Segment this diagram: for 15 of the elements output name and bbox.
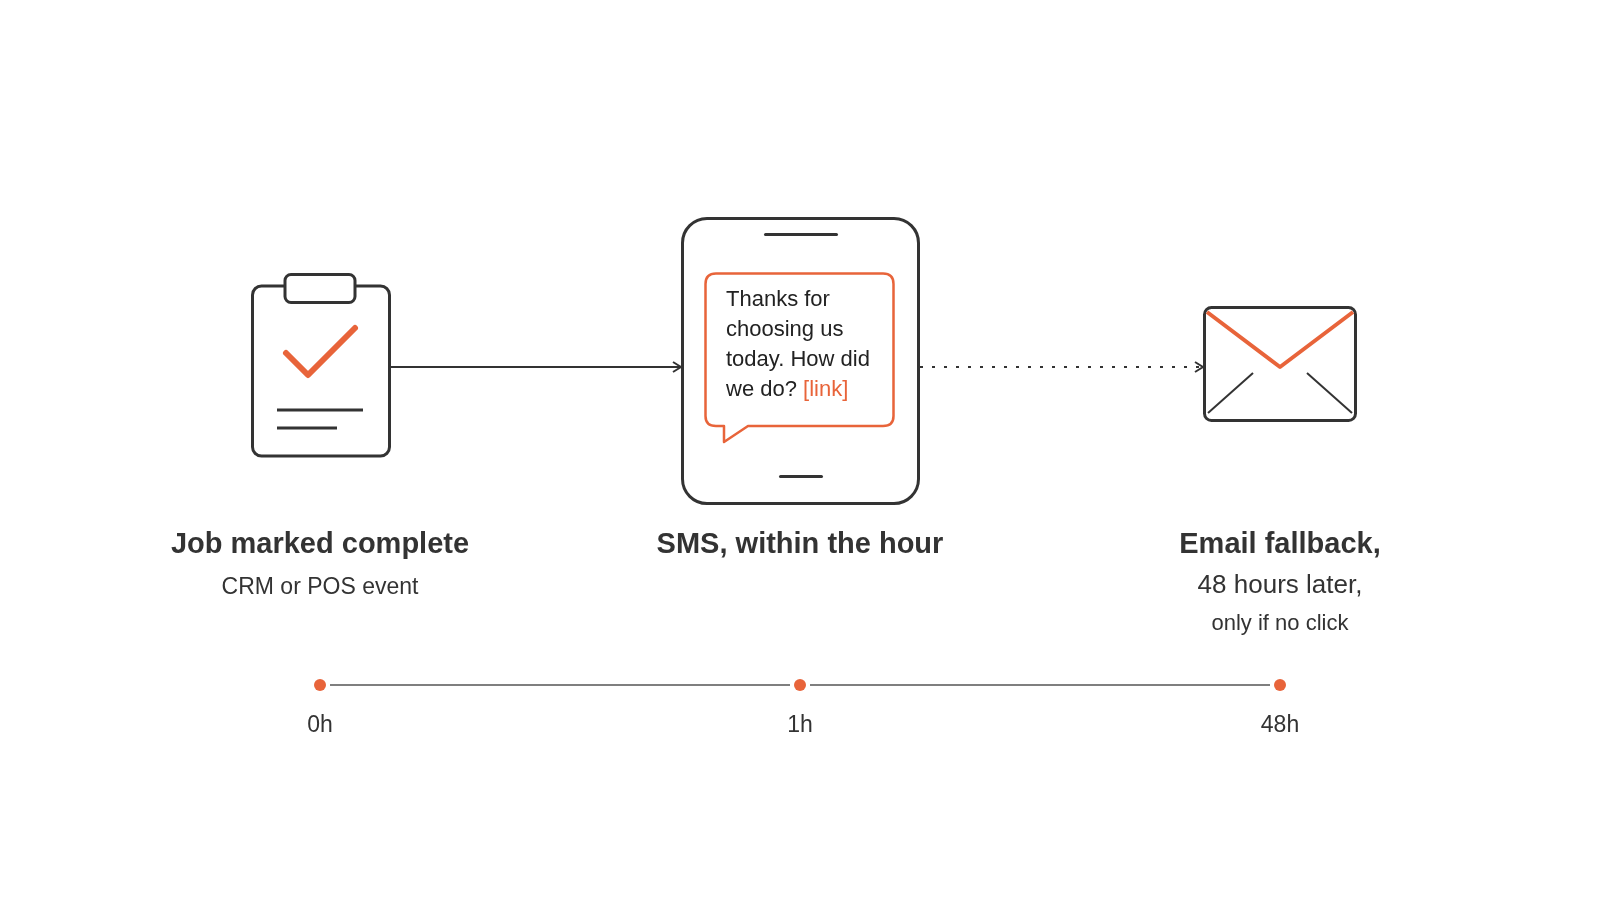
step-note: only if no click bbox=[1211, 610, 1349, 637]
message-text: Thanks for choosing us today. How did we do? [link] bbox=[726, 285, 871, 403]
arrow bbox=[390, 361, 682, 373]
step-note: CRM or POS event bbox=[221, 572, 419, 601]
step-note: 48 hours later, bbox=[1197, 568, 1363, 600]
step-heading: Email fallback, bbox=[1179, 526, 1381, 561]
step-heading: Job marked complete bbox=[170, 526, 470, 561]
time-label: 48h bbox=[1260, 711, 1300, 738]
time-label: 1h bbox=[787, 711, 813, 738]
time-label: 0h bbox=[307, 711, 333, 738]
arrow bbox=[919, 361, 1204, 373]
step-heading: SMS, within the hour bbox=[656, 526, 944, 561]
phone-frame bbox=[681, 217, 920, 505]
clipboard-icon bbox=[251, 273, 391, 458]
envelope-icon bbox=[1203, 306, 1357, 422]
